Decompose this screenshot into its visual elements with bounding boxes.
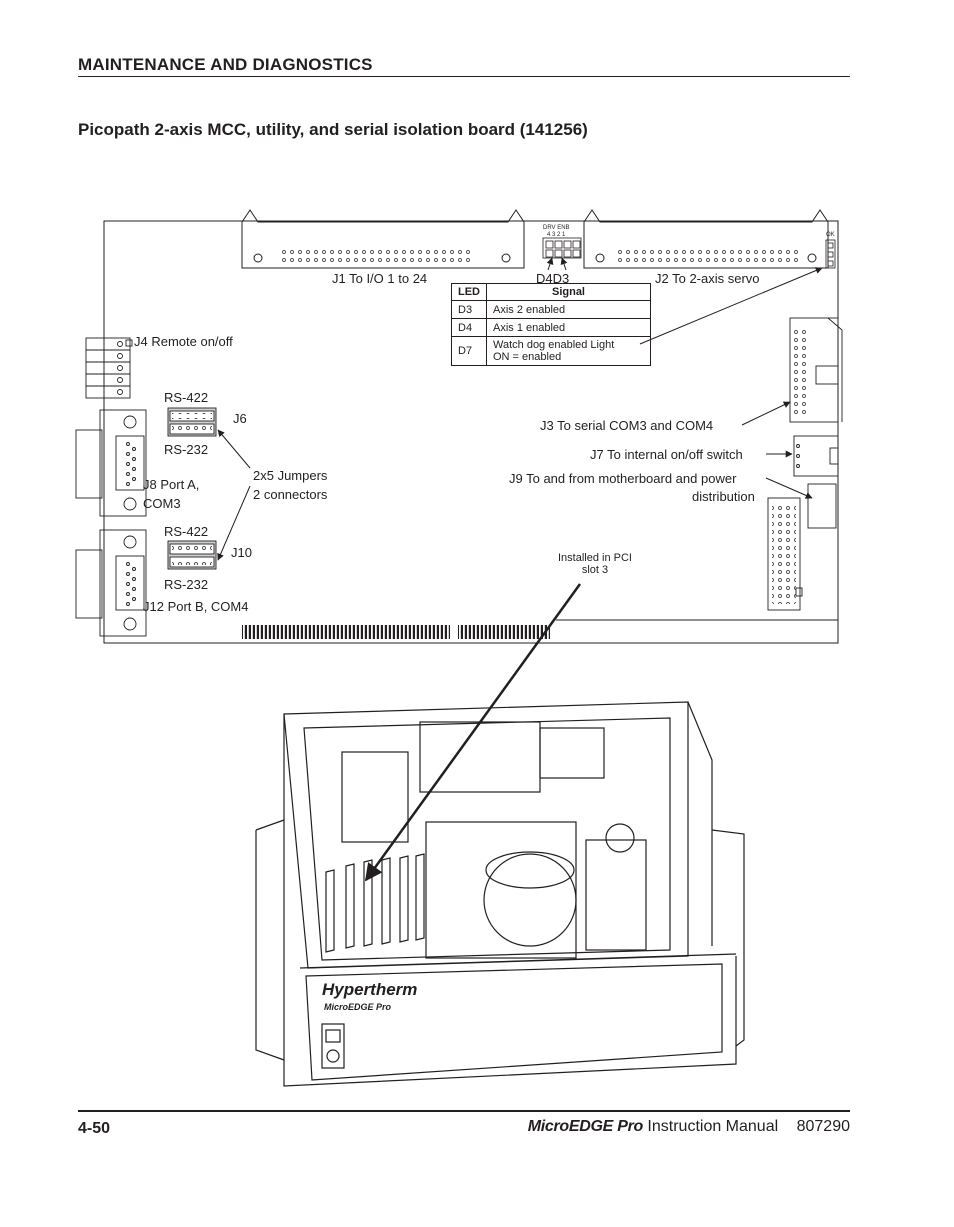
- signal-col-header: Signal: [486, 283, 651, 301]
- led-col-header: LED: [451, 283, 487, 301]
- j2-connector: [583, 209, 829, 269]
- j8-db9-connector: [75, 409, 147, 517]
- j7-connector: [793, 435, 839, 477]
- footer-rule: [78, 1110, 850, 1112]
- led-cell: D7: [451, 336, 487, 366]
- page-number: 4-50: [78, 1120, 111, 1137]
- j9-connector: [767, 483, 837, 611]
- signal-line-2: ON = enabled: [493, 351, 562, 363]
- j3-label: J3 To serial COM3 and COM4: [540, 418, 714, 433]
- page-title: Picopath 2-axis MCC, utility, and serial…: [78, 120, 588, 139]
- jumpers-label: 2x5 Jumpers: [253, 468, 328, 483]
- j6-label: J6: [233, 411, 247, 426]
- signal-cell: Watch dog enabled Light ON = enabled: [486, 336, 651, 366]
- enclosure-model-logo: MicroEDGE Pro: [324, 1002, 392, 1012]
- table-row: D4 Axis 1 enabled: [451, 318, 651, 337]
- led-table-header: LED Signal: [451, 283, 651, 301]
- table-row: D3 Axis 2 enabled: [451, 300, 651, 319]
- j10-jumper-block: [167, 540, 217, 570]
- footer-manual: Instruction Manual: [647, 1118, 779, 1135]
- j12-label: J12 Port B, COM4: [143, 599, 249, 614]
- j12-db9-connector: [75, 529, 147, 637]
- j3-connector: [789, 317, 843, 423]
- footer-manual-info: MicroEDGE Pro Instruction Manual 807290: [528, 1118, 850, 1136]
- header-rule: [78, 76, 850, 77]
- led-number-label: 4 3 2 1: [547, 232, 566, 238]
- footer-brand: MicroEDGE Pro: [527, 1118, 644, 1135]
- j10-label: J10: [231, 545, 252, 560]
- signal-cell: Axis 2 enabled: [486, 300, 651, 319]
- board-outline: [103, 220, 839, 644]
- rs422-b-label: RS-422: [164, 524, 209, 539]
- enclosure-brand-logo: Hypertherm: [322, 980, 417, 999]
- table-row: D7 Watch dog enabled Light ON = enabled: [451, 336, 651, 366]
- signal-cell: Axis 1 enabled: [486, 318, 651, 337]
- led-cell: D4: [451, 318, 487, 337]
- j1-label: J1 To I/O 1 to 24: [332, 271, 428, 286]
- j9-label: J9 To and from motherboard and power: [509, 471, 737, 486]
- led-block: [542, 237, 582, 259]
- connectors-label: 2 connectors: [253, 487, 328, 502]
- d4d3-label: D4D3: [536, 271, 570, 286]
- pci-slot-label: Installed in PCI slot 3: [540, 552, 650, 576]
- j1-connector: [241, 209, 525, 269]
- led-header-label: DRV ENB: [543, 225, 570, 231]
- section-title: MAINTENANCE AND DIAGNOSTICS: [78, 55, 373, 74]
- ok-label: OK: [826, 232, 835, 238]
- enclosure-illustration: [255, 701, 745, 1087]
- j8-label: J8 Port A,: [143, 477, 200, 492]
- j7-label: J7 To internal on/off switch: [590, 447, 743, 462]
- rs422-a-label: RS-422: [164, 390, 209, 405]
- j4-connector: [85, 337, 133, 399]
- rs232-b-label: RS-232: [164, 577, 209, 592]
- j4-label: J4 Remote on/off: [134, 334, 233, 349]
- j9-distribution-label: distribution: [692, 489, 755, 504]
- led-cell: D3: [451, 300, 487, 319]
- pci-slot-line-1: Installed in PCI: [558, 552, 632, 564]
- rs232-a-label: RS-232: [164, 442, 209, 457]
- j2-label: J2 To 2-axis servo: [655, 271, 760, 286]
- footer-part-number: 807290: [796, 1118, 850, 1135]
- j6-jumper-block: [167, 407, 217, 437]
- pci-slot-line-2: slot 3: [581, 564, 609, 576]
- pci-edge-connector: [242, 625, 550, 639]
- led-table: LED Signal D3 Axis 2 enabled D4 Axis 1 e…: [451, 283, 651, 366]
- j8-com-label: COM3: [143, 496, 181, 511]
- signal-line-1: Watch dog enabled Light: [493, 339, 615, 351]
- ok-led: [825, 239, 836, 269]
